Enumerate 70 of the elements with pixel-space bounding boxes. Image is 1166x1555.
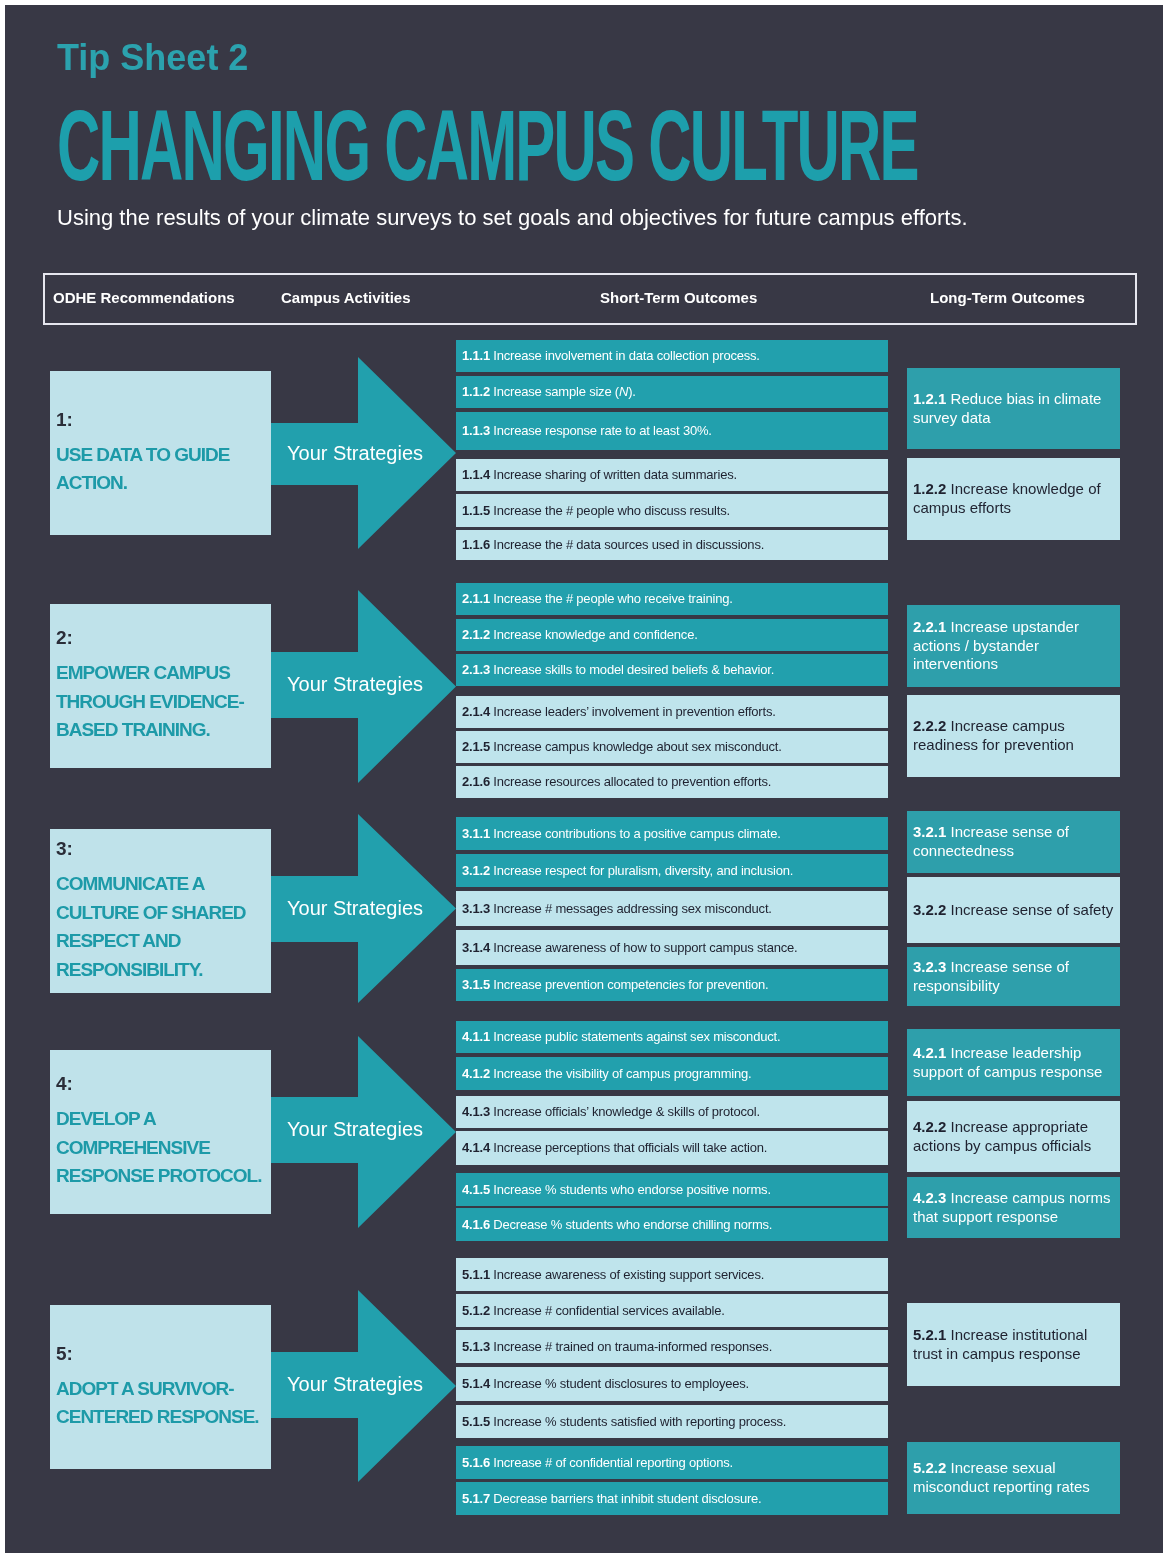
recommendation-box [50, 371, 271, 535]
recommendation-box [50, 604, 271, 768]
sheet-number: Tip Sheet 2 [57, 37, 249, 79]
short-term-outcome: 5.1.4 Increase % student disclosures to employees. [456, 1367, 888, 1401]
long-term-outcome: 1.2.1 Reduce bias in climate survey data [907, 368, 1120, 449]
recommendation-box [50, 829, 271, 993]
recommendation-heading: ADOPT A SURVIVOR-CENTERED RESPONSE. [56, 1376, 260, 1429]
long-term-outcome: 4.2.1 Increase leadership support of campus response [907, 1029, 1120, 1096]
short-term-outcome: 2.1.2 Increase knowledge and confidence. [456, 619, 888, 651]
recommendation-box [50, 1050, 271, 1214]
short-term-outcome: 4.1.1 Increase public statements against sex misconduct. [456, 1021, 888, 1053]
short-term-outcome: 3.1.3 Increase # messages addressing sex misconduct. [456, 891, 888, 926]
long-term-outcome: 3.2.3 Increase sense of responsibility [907, 947, 1120, 1006]
column-header: Short-Term Outcomes [600, 289, 758, 306]
short-term-outcome: 4.1.5 Increase % students who endorse positive norms. [456, 1173, 888, 1206]
short-term-outcome: 3.1.2 Increase respect for pluralism, diversity, and inclusion. [456, 854, 888, 887]
recommendation-heading: EMPOWER CAMPUS THROUGH EVIDENCE-BASED TRAINING. [56, 661, 245, 743]
short-term-outcome: 5.1.1 Increase awareness of existing support services. [456, 1258, 888, 1291]
short-term-outcome: 2.1.3 Increase skills to model desired beliefs & behavior. [456, 654, 888, 686]
recommendation-heading: COMMUNICATE A CULTURE OF SHARED RESPECT AND RESPONSIBILITY. [56, 872, 247, 982]
long-term-outcome: 4.2.3 Increase campus norms that support response [907, 1177, 1120, 1238]
short-term-outcome: 2.1.6 Increase resources allocated to prevention efforts. [456, 766, 888, 798]
long-term-outcome: 2.2.2 Increase campus readiness for prevention [907, 695, 1120, 777]
recommendation-heading: USE DATA TO GUIDE ACTION. [56, 442, 231, 495]
recommendation-number: 3: [56, 838, 74, 860]
subtitle: Using the results of your climate surveys to set goals and objectives for future campus efforts. [57, 205, 968, 231]
arrow-label: Your Strategies [287, 442, 423, 465]
short-term-outcome: 5.1.6 Increase # of confidential reporting options. [456, 1446, 888, 1479]
short-term-outcome: 5.1.7 Decrease barriers that inhibit student disclosure. [456, 1482, 888, 1515]
short-term-outcome: 3.1.1 Increase contributions to a positive campus climate. [456, 817, 888, 850]
recommendation-number: 2: [56, 627, 74, 650]
column-header: ODHE Recommendations [53, 289, 235, 306]
short-term-outcome: 1.1.6 Increase the # data sources used in discussions. [456, 530, 888, 560]
short-term-outcome: 5.1.5 Increase % students satisfied with reporting process. [456, 1405, 888, 1438]
header-bar [43, 273, 1137, 325]
long-term-outcome: 3.2.2 Increase sense of safety [907, 877, 1120, 943]
arrow-label: Your Strategies [287, 673, 423, 696]
long-term-outcome: 3.2.1 Increase sense of connectedness [907, 811, 1120, 873]
long-term-outcome: 2.2.1 Increase upstander actions / bystander interventions [907, 605, 1120, 687]
recommendation-number: 4: [56, 1073, 74, 1096]
arrow-label: Your Strategies [287, 1373, 423, 1396]
short-term-outcome: 2.1.4 Increase leaders’ involvement in prevention efforts. [456, 696, 888, 728]
short-term-outcome: 4.1.4 Increase perceptions that officials will take action. [456, 1131, 888, 1165]
short-term-outcome: 3.1.5 Increase prevention competencies for prevention. [456, 969, 888, 1001]
short-term-outcome: 2.1.5 Increase campus knowledge about sex misconduct. [456, 731, 888, 763]
short-term-outcome: 1.1.4 Increase sharing of written data summaries. [456, 459, 888, 491]
short-term-outcome: 1.1.3 Increase response rate to at least 30%. [456, 412, 888, 450]
short-term-outcome: 1.1.2 Increase sample size (N). [456, 376, 888, 408]
recommendation-box [50, 1305, 271, 1469]
short-term-outcome: 3.1.4 Increase awareness of how to support campus stance. [456, 930, 888, 965]
title: CHANGING CAMPUS CULTURE [57, 90, 918, 200]
recommendation-number: 1: [56, 408, 74, 431]
short-term-outcome: 2.1.1 Increase the # people who receive training. [456, 583, 888, 615]
short-term-outcome: 4.1.2 Increase the visibility of campus programming. [456, 1057, 888, 1090]
arrow-label: Your Strategies [287, 1118, 423, 1141]
column-header: Long-Term Outcomes [930, 289, 1085, 306]
short-term-outcome: 4.1.6 Decrease % students who endorse chilling norms. [456, 1208, 888, 1241]
short-term-outcome: 4.1.3 Increase officials’ knowledge & skills of protocol. [456, 1096, 888, 1128]
arrow-label: Your Strategies [287, 897, 423, 920]
short-term-outcome: 5.1.2 Increase # confidential services available. [456, 1294, 888, 1327]
column-header: Campus Activities [281, 289, 411, 306]
long-term-outcome: 5.2.2 Increase sexual misconduct reporting rates [907, 1442, 1120, 1514]
short-term-outcome: 5.1.3 Increase # trained on trauma-informed responses. [456, 1330, 888, 1363]
long-term-outcome: 5.2.1 Increase institutional trust in campus response [907, 1303, 1120, 1386]
short-term-outcome: 1.1.1 Increase involvement in data collection process. [456, 340, 888, 372]
long-term-outcome: 4.2.2 Increase appropriate actions by campus officials [907, 1101, 1120, 1172]
long-term-outcome: 1.2.2 Increase knowledge of campus efforts [907, 458, 1120, 540]
short-term-outcome: 1.1.5 Increase the # people who discuss results. [456, 494, 888, 527]
recommendation-heading: DEVELOP A COMPREHENSIVE RESPONSE PROTOCOL. [56, 1107, 263, 1189]
recommendation-number: 5: [56, 1342, 74, 1365]
